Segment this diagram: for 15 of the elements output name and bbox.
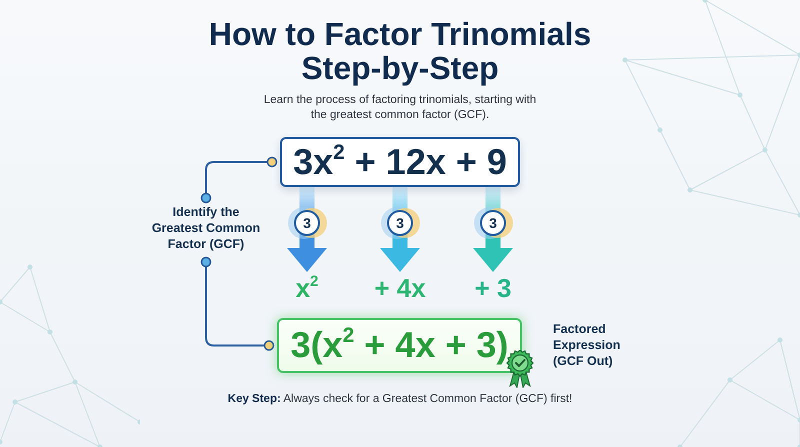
block-arrow bbox=[380, 187, 420, 272]
quotient-term: + 4x bbox=[360, 272, 440, 304]
result-caption: Factored Expression (GCF Out) bbox=[553, 321, 622, 369]
key-step-note: Key Step: Always check for a Greatest Common Factor (GCF) first! bbox=[226, 392, 574, 407]
title: How to Factor Trinomials Step-by-Step bbox=[208, 17, 592, 85]
block-arrow bbox=[287, 187, 327, 272]
bracket-connector bbox=[200, 256, 274, 351]
step-description: Identify the Greatest Common Factor (GCF) bbox=[146, 204, 266, 252]
bracket-connector bbox=[200, 156, 278, 204]
trinomial-box: 3x$^{2}$ + 12x + 9 bbox=[280, 137, 520, 187]
subtitle: Learn the process of factoring trinomials, starting with the greatest common factor (GCF). bbox=[262, 93, 538, 123]
quotient-term: x$^{2}$ bbox=[277, 272, 337, 304]
factored-expression-box: 3(x$^{2}$ + 4x + 3) bbox=[277, 318, 522, 373]
block-arrow bbox=[473, 187, 513, 272]
quotient-term: + 3 bbox=[458, 272, 528, 304]
